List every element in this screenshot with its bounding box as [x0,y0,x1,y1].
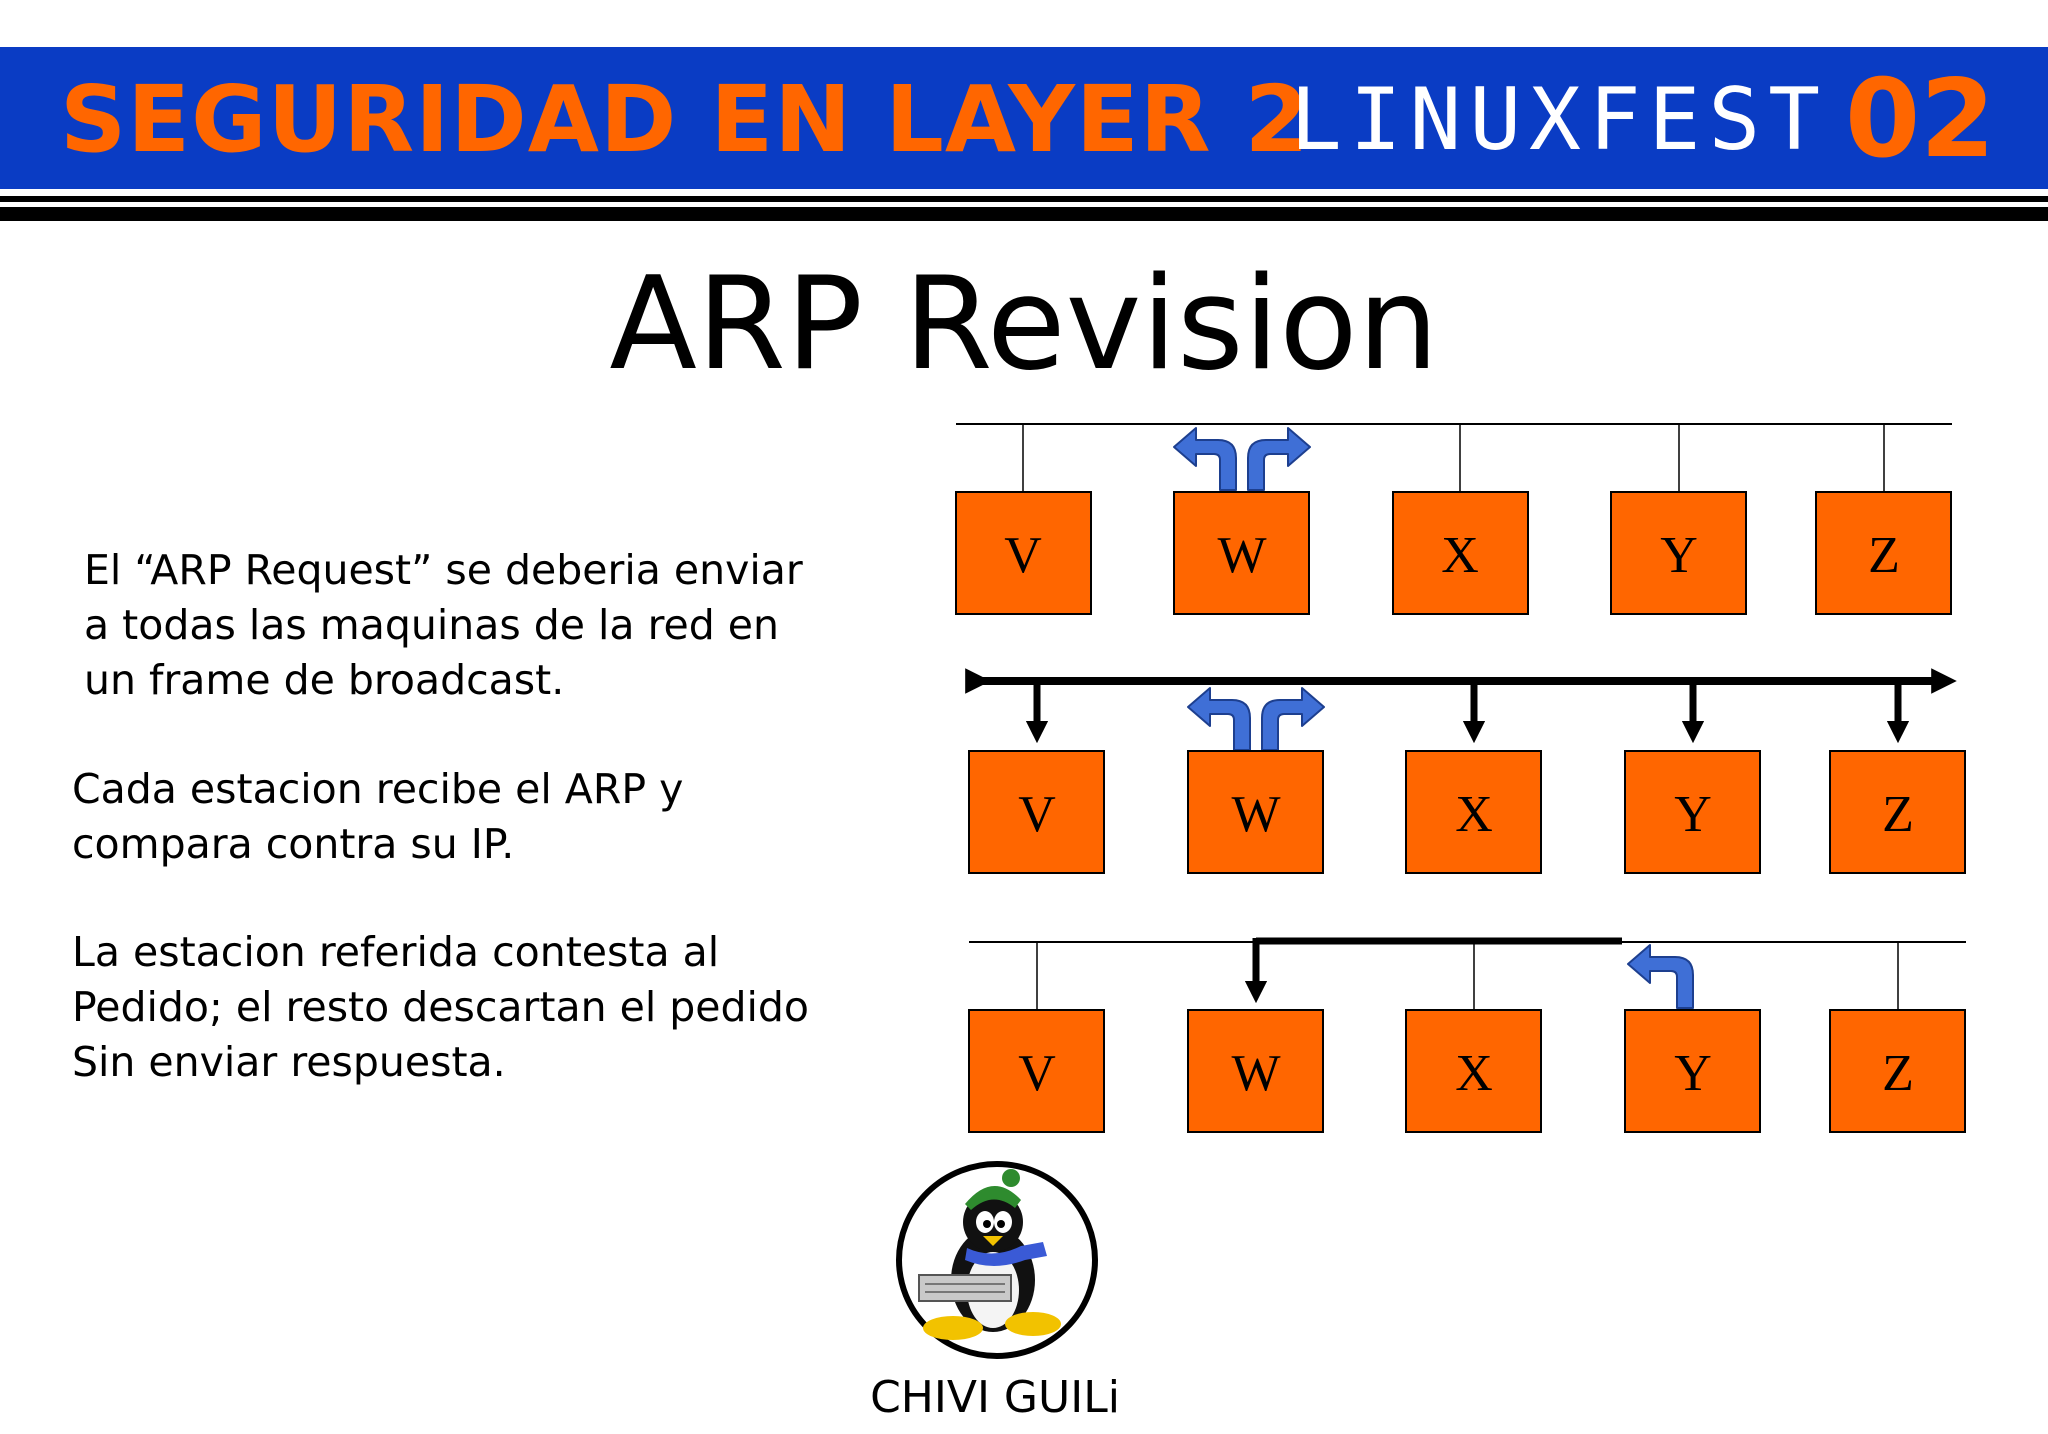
header-brand: LINUXFEST [1290,70,1828,170]
station-label: X [1455,1045,1493,1102]
station-label: W [1231,786,1280,843]
header-title: SEGURIDAD EN LAYER 2 [60,66,1310,173]
split-arrow-icon [1187,687,1325,751]
station-label: V [1018,786,1056,843]
paragraph-line: La estacion referida contesta al [72,928,720,976]
row-broadcast-received: V W X Y Z [965,668,1966,874]
paragraph-station-reply: La estacion referida contesta al Pedido;… [72,925,809,1090]
paragraph-arp-request: El “ARP Request” se deberia enviar a tod… [84,543,803,708]
station-box-v: V [968,1009,1105,1133]
header-brand-number: 02 [1845,57,1996,182]
paragraph-line: El “ARP Request” se deberia enviar [84,546,803,594]
penguin-mascot-logo [896,1161,1098,1359]
paragraph-line: Cada estacion recibe el ARP y [72,765,684,813]
reply-arrow-icon [1627,944,1694,1009]
station-label: X [1455,786,1493,843]
station-box-x: X [1405,1009,1542,1133]
paragraph-line: Sin enviar respuesta. [72,1038,506,1086]
station-label: Z [1882,1045,1914,1102]
split-arrow-icon [1173,427,1311,491]
station-box-w: W [1173,491,1310,615]
station-box-y: Y [1610,491,1747,615]
paragraph-line: un frame de broadcast. [84,656,565,704]
author-name: CHIVI GUILi [870,1372,1120,1423]
station-box-x: X [1405,750,1542,874]
slide-title: ARP Revision [609,250,1439,399]
station-box-v: V [968,750,1105,874]
row-reply: V W X Y Z [968,937,1966,1133]
station-box-y: Y [1624,1009,1761,1133]
row-request-sent: V W X Y Z [955,423,1952,615]
station-label: V [1004,527,1042,584]
station-box-x: X [1392,491,1529,615]
station-box-w: W [1187,1009,1324,1133]
station-box-w: W [1187,750,1324,874]
paragraph-line: Pedido; el resto descartan el pedido [72,983,810,1031]
paragraph-line: a todas las maquinas de la red en [84,601,780,649]
station-box-v: V [955,491,1092,615]
station-label: W [1217,527,1266,584]
station-box-z: Z [1829,750,1966,874]
station-label: W [1231,1045,1280,1102]
station-label: V [1018,1045,1056,1102]
header-rule-thick [0,207,2048,221]
station-label: Z [1868,527,1900,584]
station-label: Y [1674,786,1712,843]
station-label: X [1441,527,1479,584]
paragraph-line: compara contra su IP. [72,820,515,868]
station-box-y: Y [1624,750,1761,874]
paragraph-station-compare: Cada estacion recibe el ARP y compara co… [72,762,683,872]
station-label: Y [1660,527,1698,584]
station-label: Z [1882,786,1914,843]
header-bar [0,47,2048,189]
header-rule-thin [0,196,2048,202]
station-box-z: Z [1829,1009,1966,1133]
station-box-z: Z [1815,491,1952,615]
station-label: Y [1674,1045,1712,1102]
